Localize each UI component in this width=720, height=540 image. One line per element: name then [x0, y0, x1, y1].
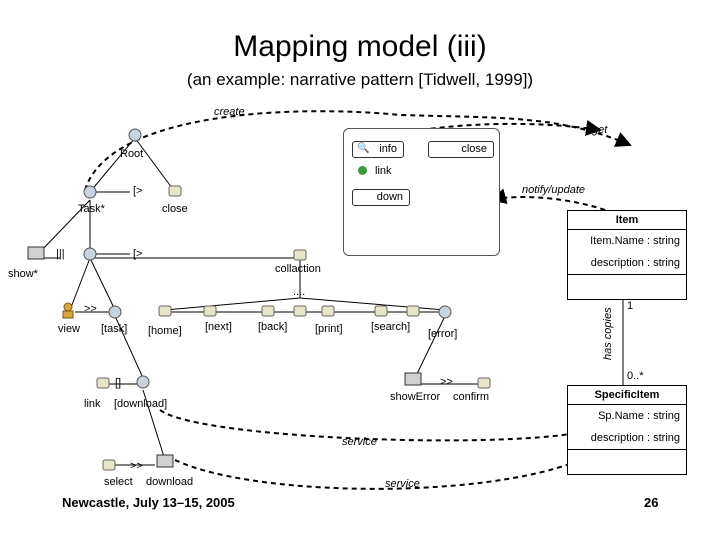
enable-operator-2: >>: [440, 376, 453, 388]
root-label: Root: [120, 148, 144, 160]
enable-operator-3: >>: [130, 460, 143, 472]
dots-label: ....: [293, 286, 306, 298]
link-item-label: link: [375, 165, 392, 177]
interleave-operator: |||: [56, 248, 65, 260]
footer-venue: Newcastle, July 13–15, 2005: [62, 495, 235, 510]
page-number: 26: [644, 495, 659, 510]
task-link-label: [task]: [101, 323, 128, 335]
ui-panel: 🔍 info close link down: [343, 128, 500, 256]
magnifier-icon: 🔍: [357, 143, 370, 154]
search-label: [search]: [371, 321, 411, 333]
item-class-name: Item: [568, 211, 686, 230]
close-button-label: close: [461, 143, 487, 155]
choice-br-operator: []: [115, 377, 122, 389]
download-label: download: [146, 476, 194, 488]
get-arc-label: get: [592, 124, 608, 136]
association-role-label: has copies: [602, 307, 614, 360]
specific-item-class-name: SpecificItem: [568, 386, 686, 405]
specific-item-operations-section: [568, 449, 686, 450]
select-label: select: [104, 476, 133, 488]
specific-item-attr-description: description : string: [590, 432, 680, 444]
view-label: view: [58, 323, 81, 335]
close-button[interactable]: close: [428, 141, 494, 158]
close-node-label: close: [162, 203, 188, 215]
slide-subtitle: (an example: narrative pattern [Tidwell,…: [186, 70, 534, 89]
choice-operator-2: [>: [133, 248, 143, 260]
task-label: Task*: [78, 203, 105, 215]
down-button[interactable]: down: [352, 189, 410, 206]
computer-icons: [27, 246, 422, 468]
enable-operator: >>: [84, 303, 97, 315]
create-arc-label: create: [214, 106, 245, 118]
home-label: [home]: [148, 325, 182, 337]
show-error-label: showError: [390, 391, 441, 403]
item-attr-name: Item.Name : string: [590, 235, 680, 247]
info-button[interactable]: 🔍 info: [352, 141, 404, 158]
specific-item-class-box: SpecificItem Sp.Name : string descriptio…: [567, 385, 687, 475]
globe-icon: [358, 166, 367, 175]
service-bottom-label: service: [385, 478, 420, 490]
down-button-label: down: [376, 191, 403, 203]
item-class-box: Item Item.Name : string description : st…: [567, 210, 687, 300]
service-top-arc: [159, 409, 592, 442]
confirm-label: confirm: [453, 391, 490, 403]
choice-operator: [>: [133, 185, 143, 197]
show-label: show*: [8, 268, 38, 280]
next-label: [next]: [205, 321, 232, 333]
multiplicity-one: 1: [627, 300, 634, 312]
link-item[interactable]: link: [358, 165, 392, 177]
user-icon: [62, 302, 74, 319]
multiplicity-many: 0..*: [627, 370, 644, 382]
item-attr-description: description : string: [590, 257, 680, 269]
error-label: [error]: [428, 328, 458, 340]
service-bottom-arc: [174, 448, 602, 490]
info-button-label: info: [379, 143, 397, 155]
interaction-icons: [96, 185, 491, 471]
notify-arc: [490, 188, 606, 211]
link-node-label: link: [84, 398, 101, 410]
collaction-label: collaction: [275, 263, 321, 275]
item-operations-section: [568, 274, 686, 275]
download-link-label: [download]: [114, 398, 168, 410]
create-arc: [84, 110, 632, 191]
slide-title: Mapping model (iii): [233, 30, 487, 63]
print-label: [print]: [315, 323, 343, 335]
task-node-icons: [83, 128, 452, 389]
back-label: [back]: [258, 321, 288, 333]
specific-item-attr-name: Sp.Name : string: [598, 410, 680, 422]
service-top-label: service: [342, 436, 377, 448]
notify-arc-label: notify/update: [522, 184, 585, 196]
